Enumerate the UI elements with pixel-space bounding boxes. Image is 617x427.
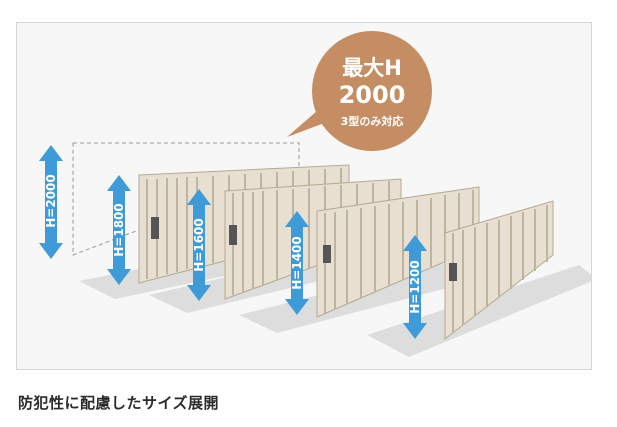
height-label: H=1800 [112,203,126,257]
product-illustration: H=2000 H=1800 H=1600 H=1400 H=1200 最大H 2… [16,22,592,370]
height-arrow-h1200: H=1200 [403,235,427,339]
max-height-bubble: 最大H 2000 3型のみ対応 [287,31,432,151]
height-arrow-h1400: H=1400 [285,211,309,315]
height-label: H=1600 [192,218,206,272]
height-label: H=1400 [290,236,304,290]
height-label: H=2000 [44,174,58,228]
height-label: H=1200 [408,260,422,314]
caption: 防犯性に配慮したサイズ展開 [18,394,220,412]
bubble-title: 最大H [342,56,402,80]
floor-slab [79,251,267,299]
bubble-note: 3型のみ対応 [341,114,404,128]
gate-h1200 [444,200,554,341]
height-arrow-h1800: H=1800 [107,175,131,285]
height-arrow-h2000: H=2000 [39,145,63,259]
height-arrow-h1600: H=1600 [187,189,211,301]
bubble-height: 2000 [339,81,406,109]
